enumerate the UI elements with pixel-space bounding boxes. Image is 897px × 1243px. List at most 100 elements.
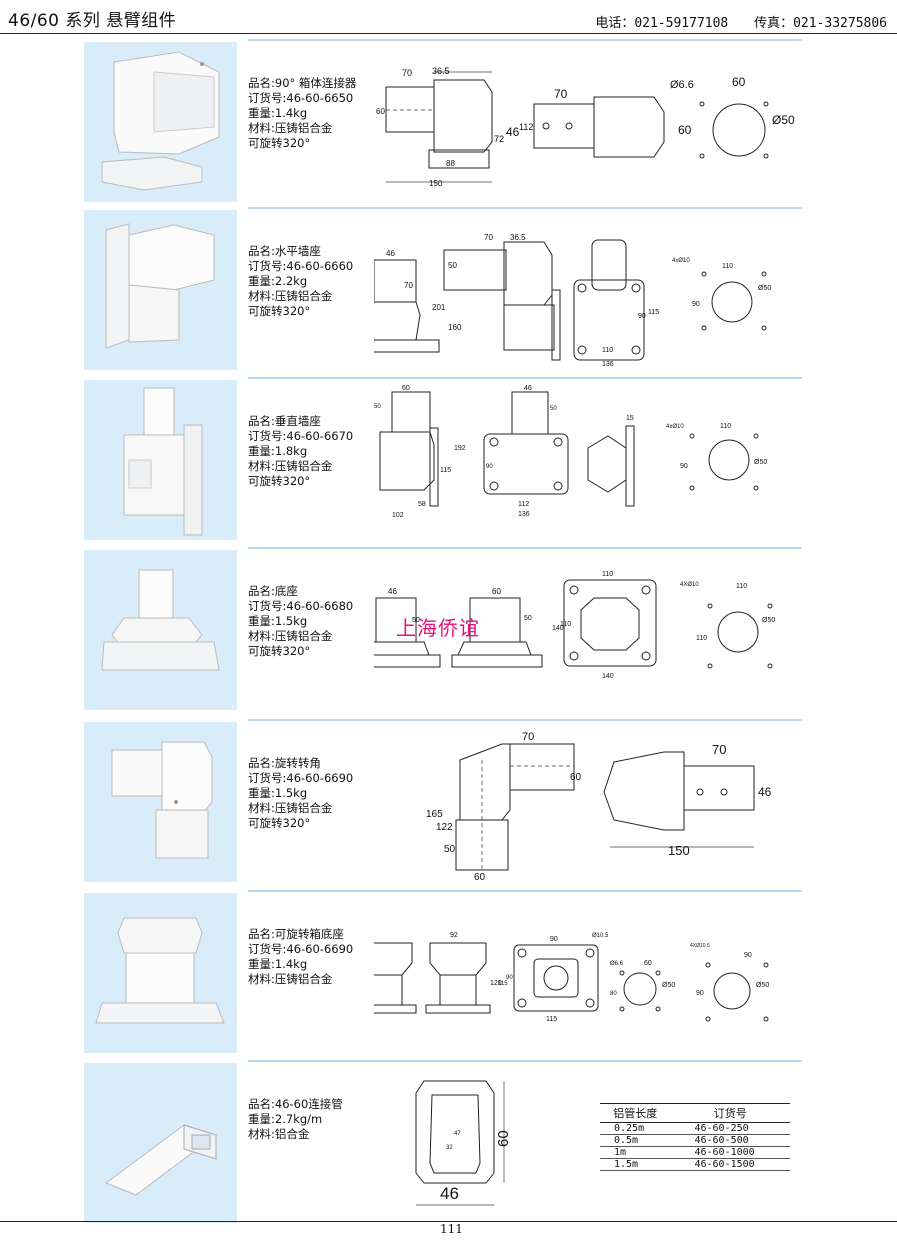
dim-label: Ø50 [756,982,769,989]
dim-label: 192 [454,445,466,452]
table-header: 铝管长度 [600,1103,671,1123]
dim-label: 36.5 [432,66,450,76]
dim-label: 160 [448,323,462,332]
dim-label: Ø50 [662,982,675,989]
product-photo [84,1063,237,1223]
dim-label: 46 [506,125,520,139]
product-row-horizontal-wall-mount: 品名:水平墙座 订货号:46-60-6660 重量:2.2kg 材料:压铸铝合金… [84,207,802,370]
product-photo [84,893,237,1053]
dim-label: 32 [446,1145,453,1151]
dim-label: 70 [484,233,493,242]
product-row-base: 品名:底座 订货号:46-60-6680 重量:1.5kg 材料:压铸铝合金 可… [84,547,802,710]
dim-label: 4XØ10.5 [690,943,710,949]
dim-label: 50 [444,844,456,855]
dim-label: 4xØ10 [672,258,690,264]
dim-label: 70 [712,742,726,757]
dim-label: 110 [696,635,707,642]
dim-label: 50 [524,615,532,622]
dim-label: 112 [518,501,529,508]
product-info: 品名:可旋转箱底座 订货号:46-60-6690 重量:1.4kg 材料:压铸铝… [248,927,354,986]
dim-label: 110 [736,583,747,590]
dim-label: 46 [440,1184,459,1203]
technical-drawing: 60 50 192 115 58 102 46 50 90 112 136 15… [374,380,802,540]
dim-label: 110 [722,263,733,270]
product-row-vertical-wall-mount: 品名:垂直墙座 订货号:46-60-6670 重量:1.8kg 材料:压铸铝合金… [84,377,802,540]
table-row: 0.5m 46-60-500 [600,1134,790,1147]
dim-label: Ø10.5 [592,933,609,939]
product-info: 品名:水平墙座 订货号:46-60-6660 重量:2.2kg 材料:压铸铝合金… [248,244,354,318]
dim-label: 50 [412,617,420,624]
page-header: 46/60 系列 悬臂组件 电话：021-59177108 传真：021-332… [0,0,897,36]
dim-label: 115 [546,1016,557,1023]
dim-label: 60 [402,385,410,392]
page-title: 46/60 系列 悬臂组件 [8,11,177,31]
dim-label: 90 [506,975,513,981]
product-info: 品名:垂直墙座 订货号:46-60-6670 重量:1.8kg 材料:压铸铝合金… [248,414,354,488]
header-rule [0,33,897,34]
row-separator [248,719,802,721]
table-cell: 0.5m [600,1134,671,1147]
dim-label: 15 [626,415,634,422]
dim-label: 110 [602,571,613,578]
dim-label: 92 [450,932,458,939]
row-separator [248,890,802,892]
dim-label: 115 [498,981,508,987]
dim-label: 165 [426,809,443,820]
dim-label: 60 [474,872,486,882]
product-row-box-connector: 品名:90° 箱体连接器 订货号:46-60-6650 重量:1.4kg 材料:… [84,39,802,202]
dim-label: 50 [374,404,381,410]
dim-label: 60 [376,107,385,116]
dim-label: 70 [404,281,413,290]
product-info: 品名:底座 订货号:46-60-6680 重量:1.5kg 材料:压铸铝合金 可… [248,584,354,658]
dim-label: 115 [648,309,659,316]
technical-drawing: 60 47 32 46 [374,1063,802,1223]
fax-number: 传真：021-33275806 [754,16,887,31]
dim-label: 72 [494,134,504,144]
table-cell: 1.5m [600,1158,671,1171]
dim-label: Ø50 [762,617,775,624]
product-photo [84,42,237,202]
dim-label: 90 [486,464,493,470]
table-cell: 46-60-250 [670,1122,790,1135]
dim-label: 70 [402,68,412,78]
product-row-connecting-tube: 品名:46-60连接管 重量:2.7kg/m 材料:铝合金 60 47 32 4… [84,1060,802,1223]
row-separator [248,1060,802,1062]
dim-label: 112 [519,122,533,132]
dim-label: 46 [524,385,532,392]
dim-label: 90 [692,301,700,308]
dim-label: Ø50 [772,113,795,127]
dim-label: 90 [680,463,688,470]
dim-label: 36.5 [510,233,526,242]
dim-label: 46 [386,249,395,258]
table-cell: 46-60-500 [670,1134,790,1147]
dim-label: 60 [495,1130,512,1147]
dim-label: 90 [744,952,752,959]
dim-label: Ø50 [758,285,771,292]
tube-length-table: 铝管长度 订货号 0.25m 46-60-250 0.5m 46-60-500 … [600,1103,790,1171]
dim-label: 90 [550,936,558,943]
dim-label: 70 [522,731,534,743]
dim-label: 90 [696,990,704,997]
phone-number: 电话：021-59177108 [595,16,729,31]
footer-rule [0,1221,897,1222]
product-photo [84,380,237,540]
dim-label: 110 [602,347,613,354]
dim-label: 50 [448,261,457,270]
product-info: 品名:46-60连接管 重量:2.7kg/m 材料:铝合金 [248,1097,343,1141]
dim-label: 70 [554,87,568,101]
technical-drawing: 92 120 90 Ø10.5 115 90 115 Ø6.6 60 80 Ø5… [374,893,802,1053]
dim-label: 47 [454,1131,461,1137]
dim-label: 140 [552,625,564,632]
dim-label: 136 [518,511,530,518]
dim-label: 90 [638,313,646,320]
dim-label: Ø6.6 [610,961,624,967]
dim-label: 136 [602,361,614,368]
table-header: 订货号 [670,1103,790,1123]
dim-label: Ø6.6 [670,79,694,91]
dim-label: 60 [492,587,501,596]
dim-label: 88 [446,159,455,168]
dim-label: 80 [610,991,617,997]
dim-label: 50 [550,406,557,412]
dim-label: 150 [668,843,690,858]
dim-label: 4XØ10 [680,582,699,588]
